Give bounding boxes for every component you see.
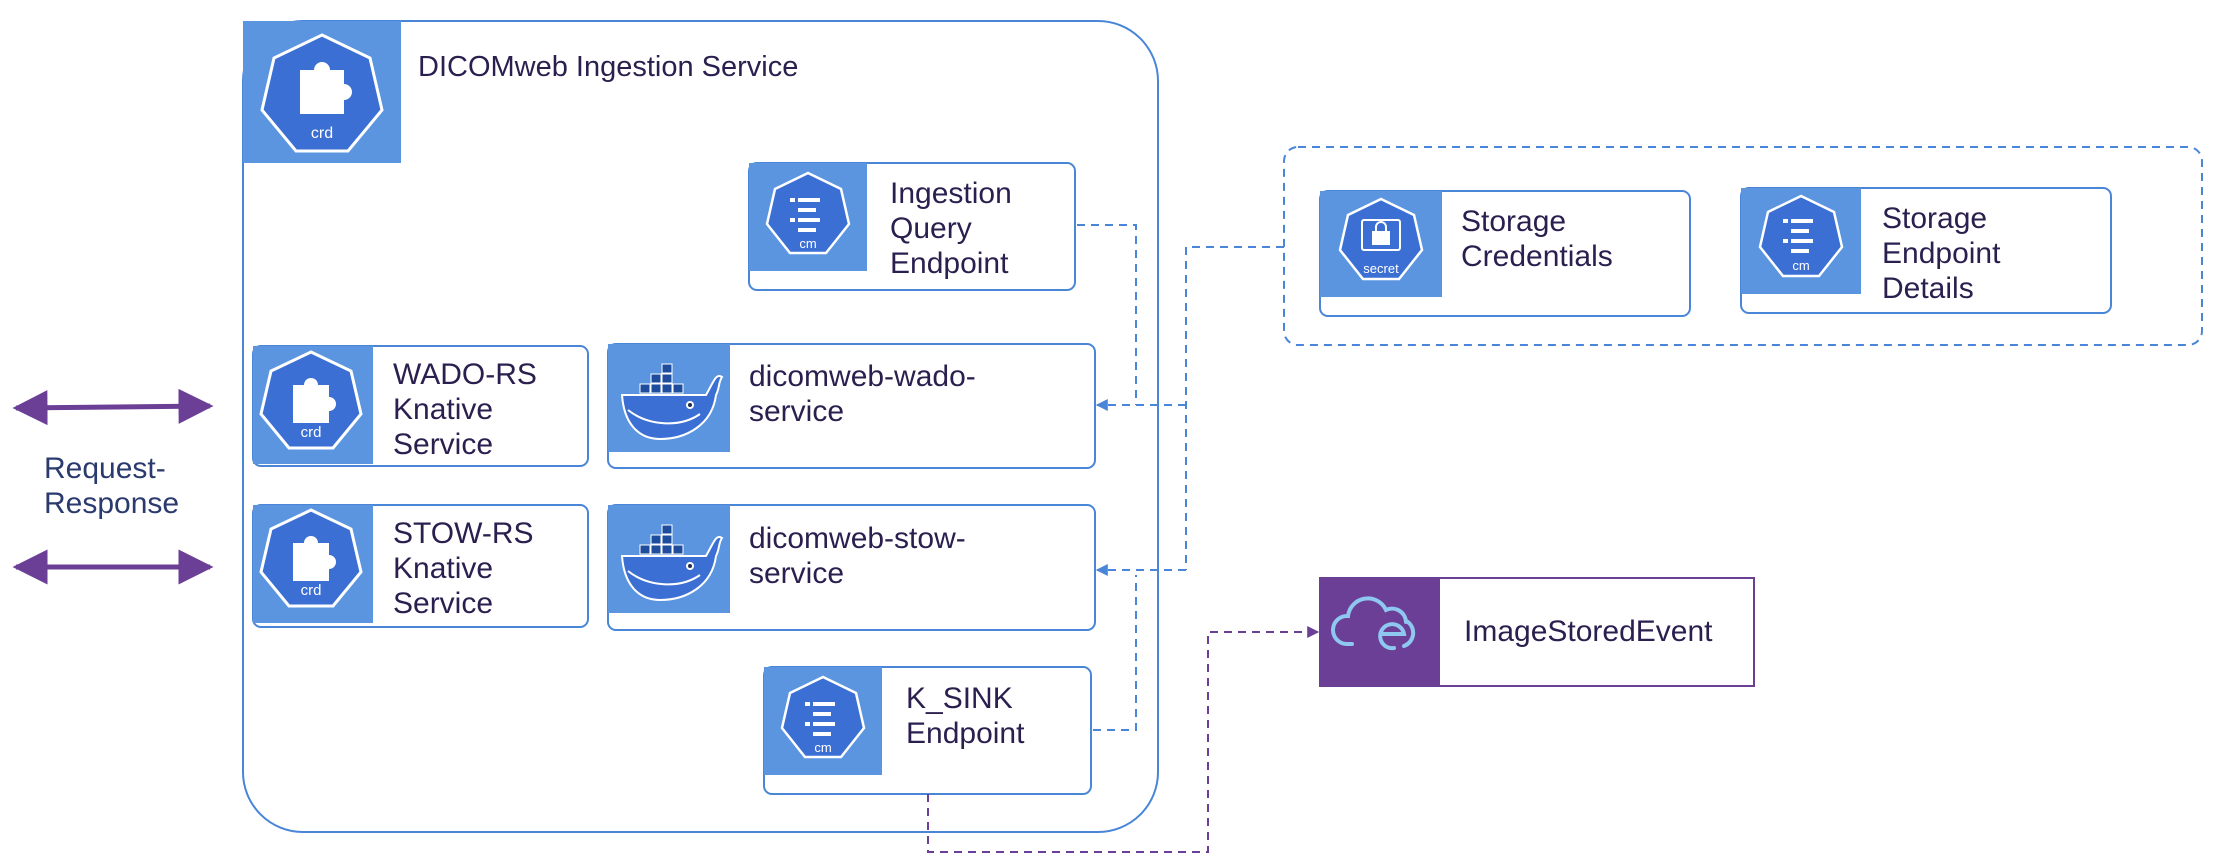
service-title: DICOMweb Ingestion Service (418, 51, 799, 83)
svg-text:secret: secret (1363, 261, 1399, 276)
wado-service-label: dicomweb-wado- service (749, 360, 976, 428)
wado-knative-label: WADO-RS Knative Service (393, 358, 537, 461)
storage-endpoint-label: Storage Endpoint Details (1882, 202, 2001, 305)
cloud-event-icon (1330, 596, 1416, 651)
event-label: ImageStoredEvent (1464, 615, 1713, 648)
svg-text:crd: crd (311, 125, 333, 142)
config-connectors (1077, 224, 1284, 731)
image-stored-event[interactable] (1319, 577, 1755, 687)
event-connector (927, 626, 1320, 853)
stow-knative-service[interactable]: crd (252, 504, 589, 628)
service-crd-icon: crd (243, 21, 401, 163)
svg-text:crd: crd (301, 424, 322, 441)
wado-knative-service[interactable]: crd (252, 345, 589, 467)
svg-text:cm: cm (1792, 258, 1809, 273)
ingestion-query-label: Ingestion Query Endpoint (890, 177, 1012, 280)
lock-icon (1361, 219, 1401, 251)
wado-service[interactable] (607, 343, 1096, 469)
request-response-label: Request- Response (44, 452, 180, 520)
wado-request-arrow (12, 388, 214, 426)
svg-text:cm: cm (799, 236, 816, 251)
stow-knative-label: STOW-RS Knative Service (393, 517, 534, 620)
k-sink-label: K_SINK Endpoint (906, 682, 1025, 750)
svg-text:cm: cm (814, 740, 831, 755)
docker-whale-icon (620, 363, 724, 441)
storage-credentials[interactable]: secret (1319, 190, 1691, 317)
storage-endpoint-details[interactable]: cm (1740, 187, 2112, 314)
ingestion-query-endpoint[interactable]: cm (748, 162, 1076, 291)
stow-service-label: dicomweb-stow- service (749, 522, 966, 590)
storage-credentials-label: Storage Credentials (1461, 205, 1613, 273)
docker-whale-icon (620, 524, 724, 602)
svg-text:crd: crd (301, 582, 322, 599)
k-sink-endpoint[interactable]: cm (763, 666, 1092, 795)
stow-service[interactable] (607, 504, 1096, 631)
